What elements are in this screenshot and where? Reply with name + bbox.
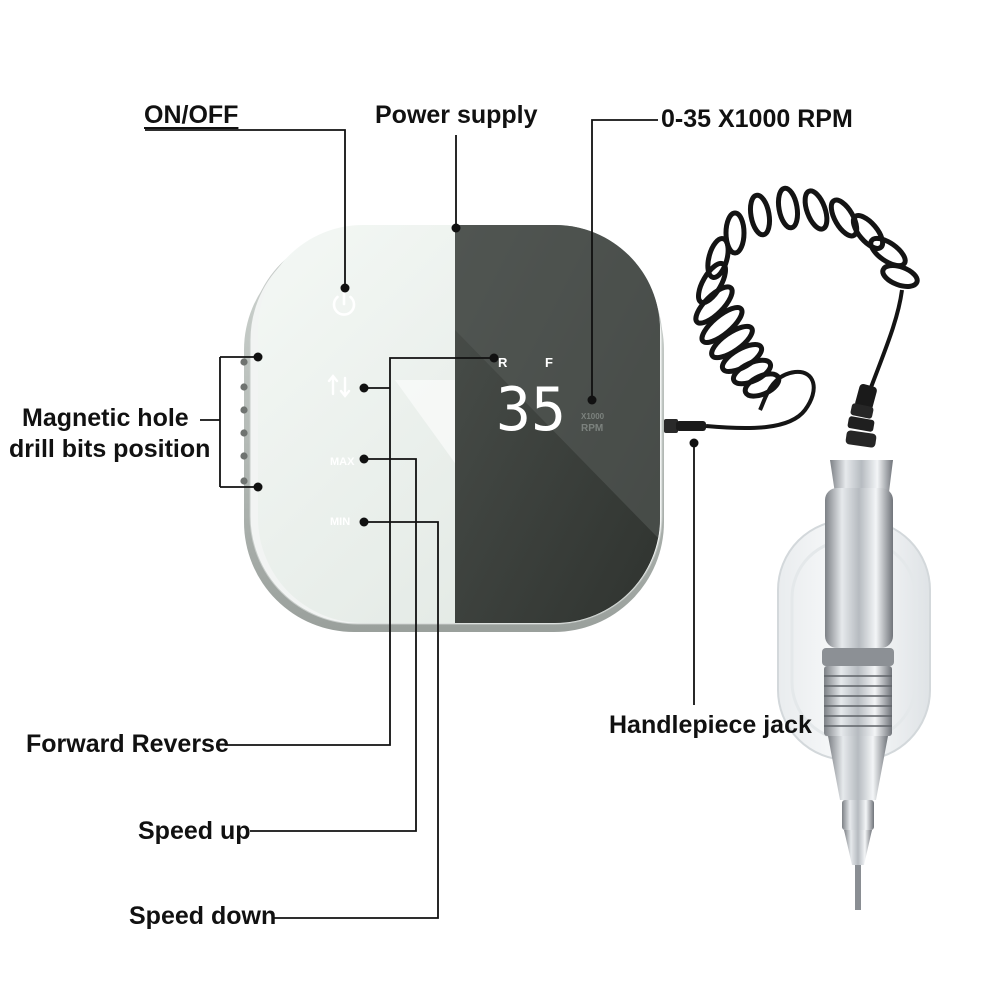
on-off-label: ON/OFF	[144, 101, 239, 129]
callout-lines	[145, 119, 695, 919]
cable-lower	[705, 369, 816, 431]
callout-dots	[253, 223, 699, 527]
handpiece	[822, 460, 894, 910]
magnetic-holes	[240, 358, 248, 485]
speed-up-label: Speed up	[138, 817, 251, 845]
magnetic-hole-label-line1: Magnetic hole	[22, 404, 189, 432]
reverse-indicator: R	[498, 355, 508, 370]
dark-face-gloss	[455, 225, 660, 540]
cable-upper	[868, 289, 904, 391]
magnetic-hole-label-line2: drill bits position	[9, 435, 211, 463]
min-button[interactable]: MIN	[330, 516, 350, 528]
speed-down-label: Speed down	[129, 902, 277, 930]
rpm-range-label: 0-35 X1000 RPM	[661, 105, 853, 133]
handpiece-jack-label: Handlepiece jack	[609, 711, 812, 739]
forward-indicator: F	[545, 355, 553, 370]
face-reflection	[395, 380, 460, 470]
control-box: MAX MIN R F 35 X1000 RPM	[244, 225, 664, 632]
strain-relief	[845, 383, 877, 448]
unit-multiplier: X1000	[581, 412, 605, 421]
max-button[interactable]: MAX	[330, 456, 355, 468]
forward-reverse-icon[interactable]	[327, 374, 351, 398]
speed-display: 35	[496, 375, 566, 445]
coiled-cord	[693, 185, 920, 399]
forward-reverse-label: Forward Reverse	[26, 730, 229, 758]
unit-label: RPM	[581, 423, 603, 434]
handpiece-jack	[664, 419, 706, 433]
power-supply-label: Power supply	[375, 101, 538, 129]
